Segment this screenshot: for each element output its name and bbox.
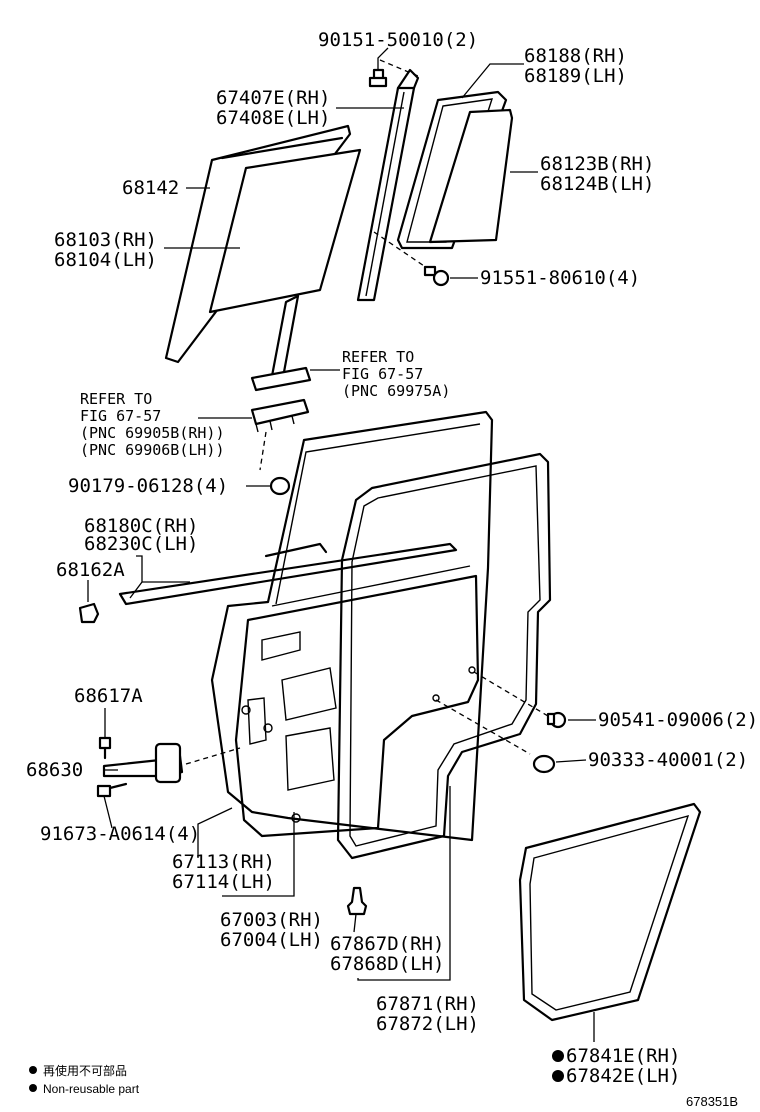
- label-68188: 68188(RH): [524, 45, 627, 67]
- service-hole-cover: [518, 802, 702, 1022]
- part-labels: 90151-50010(2) 68188(RH) 68189(LH) 67407…: [26, 29, 758, 1087]
- label-67868d: 67868D(LH): [330, 953, 444, 975]
- label-91673: 91673-A0614(4): [40, 823, 200, 845]
- screw-91551-icon: [373, 231, 450, 287]
- label-refer-a-2: FIG 67-57: [342, 365, 423, 383]
- bolt-68617a-icon: [98, 736, 112, 760]
- plug-90541-icon: [473, 671, 567, 729]
- label-67003: 67003(RH): [220, 909, 323, 931]
- label-refer-a-1: REFER TO: [342, 348, 414, 366]
- leader-lines: [87, 47, 596, 1042]
- bolt-91673-icon: [96, 782, 128, 798]
- cap-68162a-icon: [78, 602, 100, 624]
- plug-90333-icon: [435, 699, 556, 774]
- label-refer-b-1: REFER TO: [80, 390, 152, 408]
- label-68142: 68142: [122, 177, 179, 199]
- label-67114: 67114(LH): [172, 871, 275, 893]
- door-check: [102, 742, 241, 784]
- belt-moulding: [118, 542, 458, 606]
- label-refer-a-3: (PNC 69975A): [342, 382, 450, 400]
- label-68162a: 68162A: [56, 559, 125, 581]
- label-67867d: 67867D(RH): [330, 933, 444, 955]
- label-68617a: 68617A: [74, 685, 143, 707]
- label-68180c: 68180C(RH): [84, 515, 198, 537]
- label-67872: 67872(LH): [376, 1013, 479, 1035]
- label-68103: 68103(RH): [54, 229, 157, 251]
- label-67113: 67113(RH): [172, 851, 275, 873]
- label-68630: 68630: [26, 759, 83, 781]
- label-67407e: 67407E(RH): [216, 87, 330, 109]
- label-67842e: 67842E(LH): [566, 1065, 680, 1087]
- label-refer-b-3: (PNC 69905B(RH)): [80, 424, 225, 442]
- label-90541: 90541-09006(2): [598, 709, 758, 731]
- label-67408e: 67408E(LH): [216, 107, 330, 129]
- legend: 再使用不可部品 Non-reusable part: [29, 1063, 140, 1096]
- label-67841e: 67841E(RH): [566, 1045, 680, 1067]
- legend-japanese: 再使用不可部品: [43, 1063, 127, 1078]
- label-90333: 90333-40001(2): [588, 749, 748, 771]
- bracket-69975a: [250, 366, 312, 392]
- label-90179: 90179-06128(4): [68, 475, 228, 497]
- legend-english: Non-reusable part: [43, 1082, 140, 1096]
- label-67004: 67004(LH): [220, 929, 323, 951]
- label-90151: 90151-50010(2): [318, 29, 478, 51]
- label-68124b: 68124B(LH): [540, 173, 654, 195]
- quarter-window-glass: [428, 108, 514, 244]
- bracket-69905b: [250, 398, 310, 471]
- door-weatherstrip: [336, 452, 552, 860]
- label-68230c: 68230C(LH): [84, 533, 198, 555]
- non-reusable-dot-icon: [552, 1050, 564, 1062]
- door-inner-panel: [234, 574, 480, 838]
- label-91551: 91551-80610(4): [480, 267, 640, 289]
- glass-channel: [270, 294, 300, 378]
- label-67871: 67871(RH): [376, 993, 479, 1015]
- label-refer-b-2: FIG 67-57: [80, 407, 161, 425]
- clip-90179-icon: [269, 476, 291, 496]
- label-68123b: 68123B(RH): [540, 153, 654, 175]
- division-bar: [356, 68, 420, 302]
- label-68189: 68189(LH): [524, 65, 627, 87]
- figure-number: 678351B: [686, 1094, 738, 1109]
- door-frame: [210, 410, 494, 842]
- clip-67867d-icon: [346, 886, 368, 916]
- bolt-90151-icon: [368, 59, 419, 88]
- label-68104: 68104(LH): [54, 249, 157, 271]
- label-refer-b-4: (PNC 69906B(LH)): [80, 441, 225, 459]
- door-glass: [208, 136, 362, 314]
- legend-dot-icon: [29, 1084, 37, 1092]
- non-reusable-dot-icon: [552, 1070, 564, 1082]
- legend-dot-icon: [29, 1066, 37, 1074]
